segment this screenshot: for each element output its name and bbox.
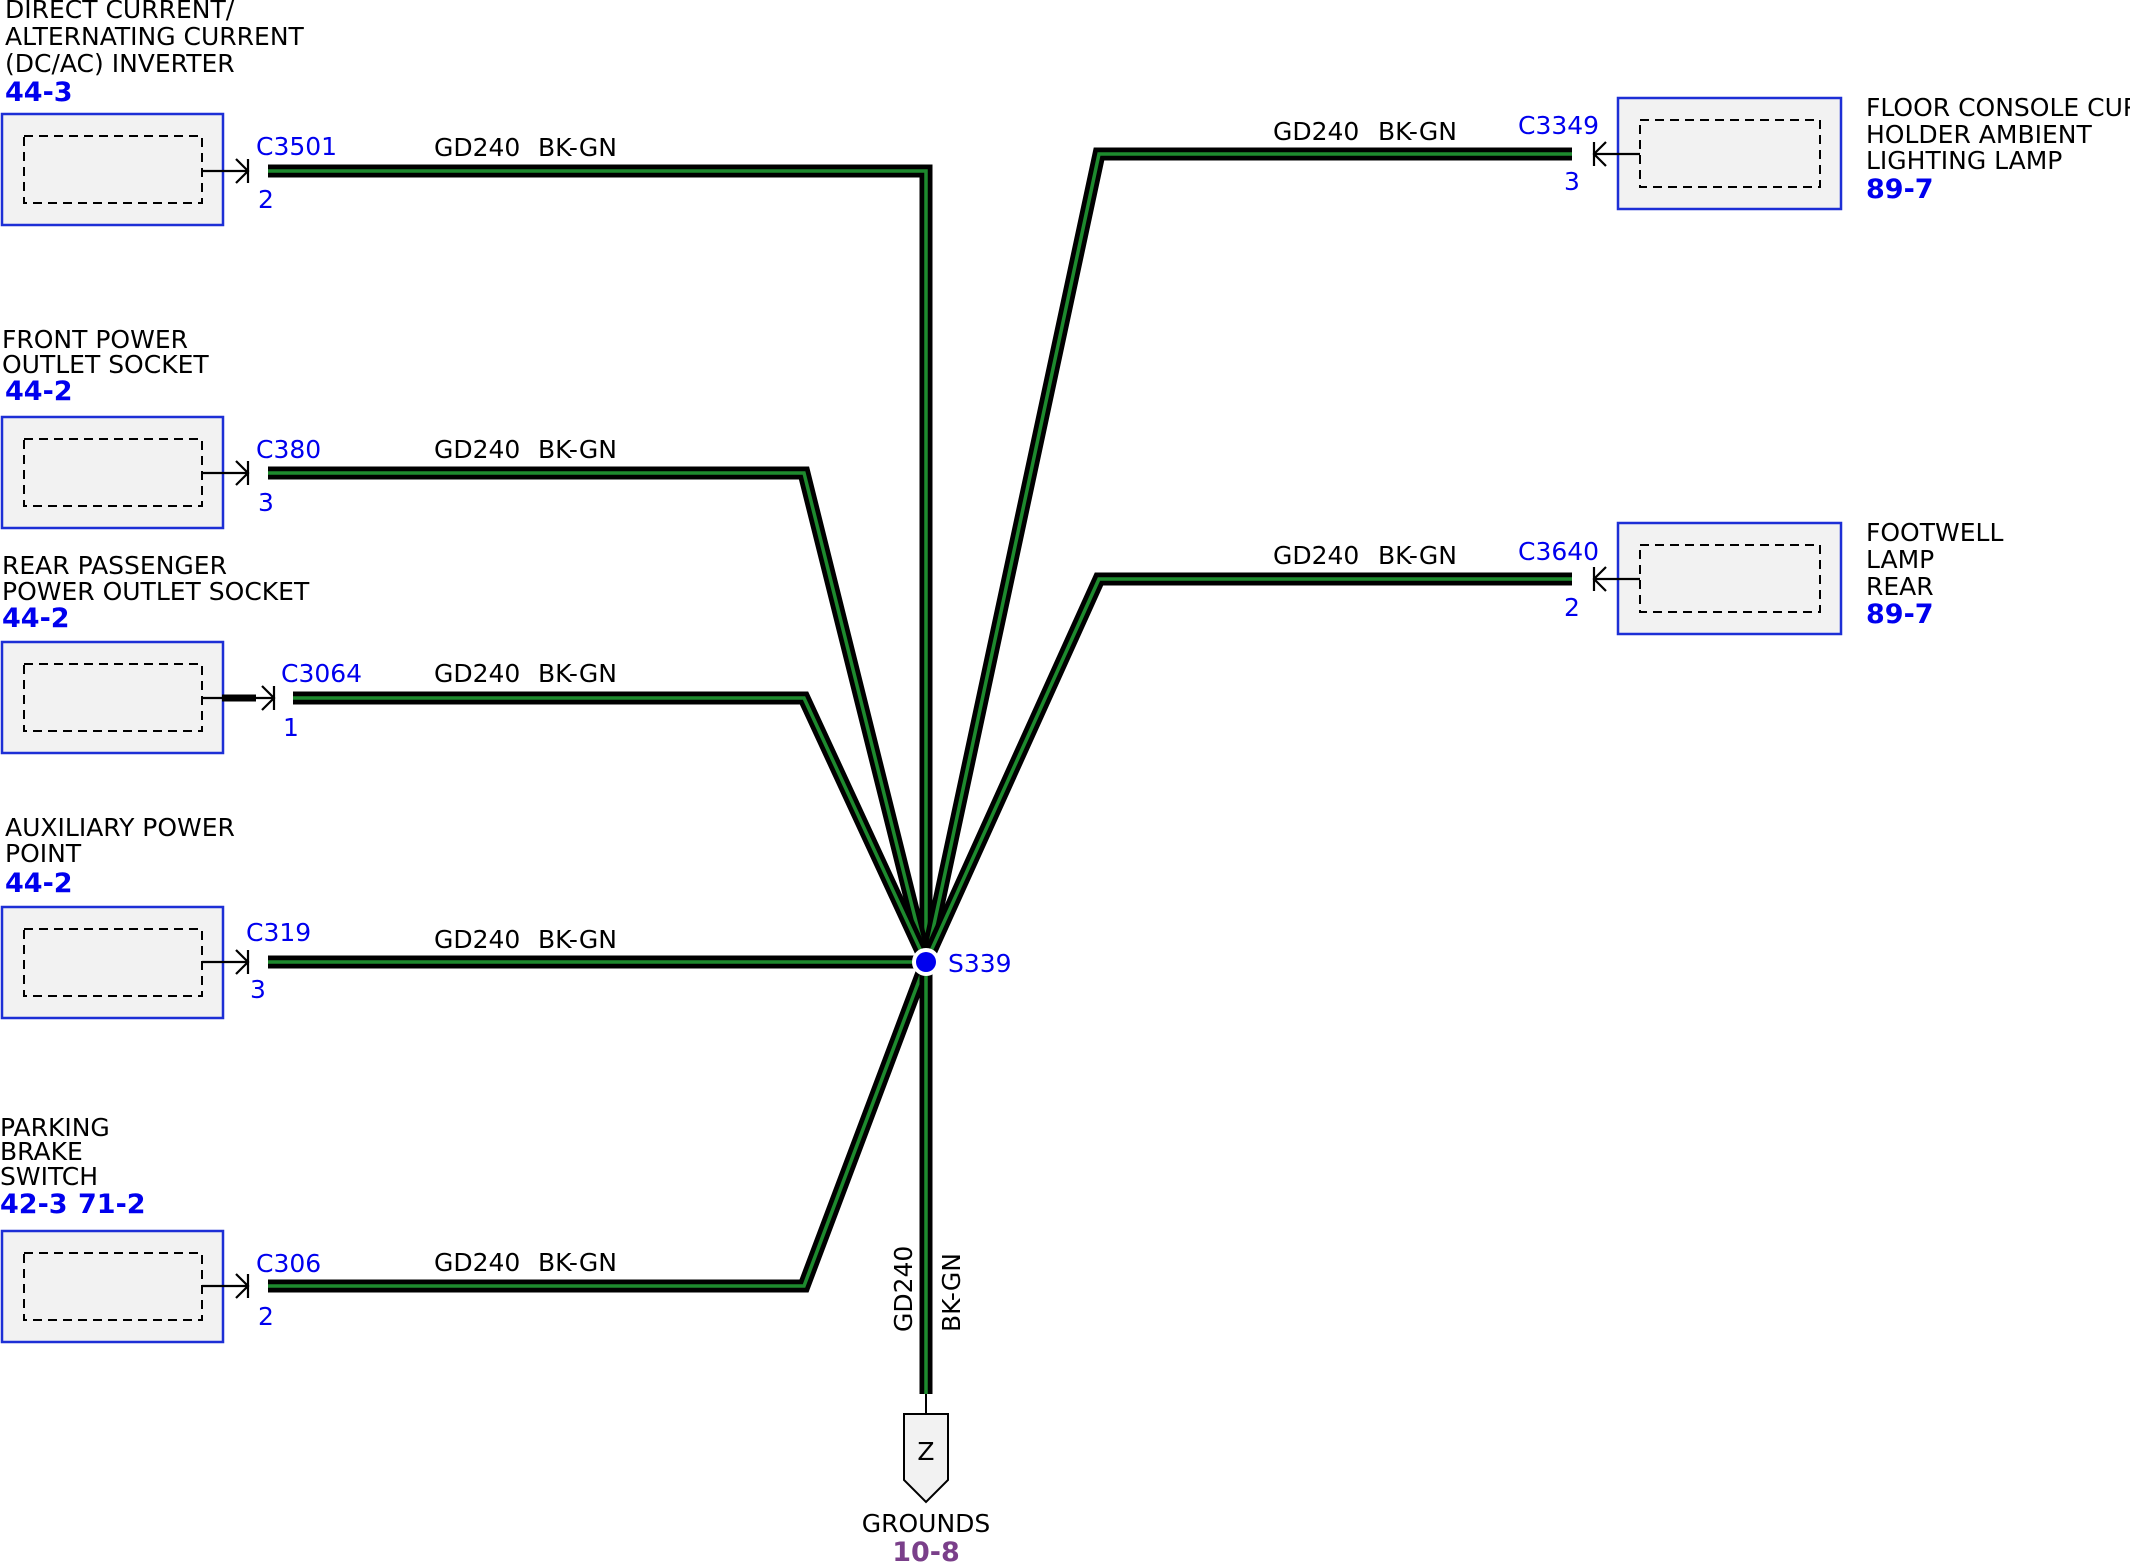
pin-number: 2: [258, 185, 274, 214]
connector-pin-icon: [1592, 566, 1640, 592]
page-reference-link[interactable]: 44-2: [5, 868, 73, 899]
component-label-line: FRONT POWER: [2, 325, 188, 354]
page-reference-link[interactable]: 44-3: [5, 77, 73, 108]
connector-id[interactable]: C306: [256, 1249, 321, 1278]
component-label-line: POWER OUTLET SOCKET: [2, 577, 310, 606]
component-inner-outline: [23, 135, 203, 204]
component-label-line: HOLDER AMBIENT: [1866, 120, 2092, 149]
component-label-line: ALTERNATING CURRENT: [5, 22, 305, 51]
component-label-line: LIGHTING LAMP: [1866, 146, 2062, 175]
wire-circuit-label: GD240: [434, 925, 520, 954]
component-label-line: REAR: [1866, 572, 1934, 601]
pin-number: 3: [1564, 167, 1580, 196]
wire-c3640: [920, 572, 1572, 965]
component-label-line: AUXILIARY POWER: [5, 813, 235, 842]
wires: [268, 147, 1572, 1394]
ground-page-reference-link[interactable]: 10-8: [892, 1537, 960, 1564]
page-reference-link[interactable]: 89-7: [1866, 174, 1934, 205]
ground-label: GROUNDS: [862, 1509, 991, 1538]
connector-pin-icon: [1592, 141, 1640, 167]
connector-pin-icon: [202, 460, 250, 486]
connector-pin-icon: [256, 685, 276, 711]
page-reference-link[interactable]: 44-2: [2, 603, 70, 634]
component-box: [1616, 96, 1843, 211]
component-parking-brake-switch[interactable]: PARKING BRAKE SWITCH 42-3 71-2 C306 2: [0, 1113, 321, 1344]
splice-id[interactable]: S339: [948, 949, 1012, 978]
component-front-power-outlet[interactable]: FRONT POWER OUTLET SOCKET 44-2 C380 3: [0, 325, 321, 530]
component-footwell-lamp-rear[interactable]: C3640 2 FOOTWELL LAMP REAR 89-7: [1518, 518, 2003, 636]
wire-c306: [268, 959, 933, 1293]
ground-connector[interactable]: Z GROUNDS 10-8: [862, 1394, 991, 1564]
wire-color-label: BK-GN: [538, 925, 617, 954]
connector-id[interactable]: C3064: [281, 659, 362, 688]
wire-circuit-label: GD240: [889, 1246, 918, 1332]
wire-circuit-label: GD240: [434, 133, 520, 162]
wire-circuit-label: GD240: [1273, 541, 1359, 570]
component-label-line: OUTLET SOCKET: [2, 350, 209, 379]
component-inner-outline: [1639, 544, 1821, 613]
wire-circuit-label: GD240: [434, 659, 520, 688]
component-label-line: SWITCH: [0, 1162, 98, 1191]
component-label-line: REAR PASSENGER: [2, 551, 227, 580]
wire-c3064: [293, 691, 932, 965]
ground-symbol-icon: [903, 1413, 949, 1504]
wire-c380: [268, 466, 933, 964]
pin-number: 2: [258, 1302, 274, 1331]
component-box: [0, 905, 225, 1020]
component-label-line: DIRECT CURRENT/: [5, 0, 235, 24]
wire-color-label: BK-GN: [538, 1248, 617, 1277]
component-label-line: FOOTWELL: [1866, 518, 2003, 547]
wire-c3349: [919, 147, 1572, 964]
wire-color-label: BK-GN: [1378, 541, 1457, 570]
component-label-line: POINT: [5, 839, 82, 868]
ground-symbol-letter: Z: [917, 1437, 934, 1466]
component-auxiliary-power-point[interactable]: AUXILIARY POWER POINT 44-2 C319 3: [0, 813, 311, 1020]
component-label-line: FLOOR CONSOLE CUP: [1866, 93, 2130, 122]
component-label-line: BRAKE: [0, 1137, 83, 1166]
splice-dot-icon: [916, 952, 936, 972]
component-dc-ac-inverter[interactable]: DIRECT CURRENT/ ALTERNATING CURRENT (DC/…: [0, 0, 337, 227]
pin-number: 1: [283, 713, 299, 742]
connector-pin-icon: [202, 1273, 250, 1299]
component-box: [0, 112, 225, 227]
wire-color-label: BK-GN: [538, 133, 617, 162]
wire-color-label: BK-GN: [538, 435, 617, 464]
component-box: [1616, 521, 1843, 636]
page-reference-link[interactable]: 89-7: [1866, 599, 1934, 630]
pin-number: 3: [258, 488, 274, 517]
connector-id[interactable]: C319: [246, 918, 311, 947]
component-label-line: LAMP: [1866, 545, 1934, 574]
component-box: [0, 1229, 225, 1344]
page-reference-link[interactable]: 42-3: [0, 1189, 68, 1220]
wire-labels: GD240 BK-GN GD240 BK-GN GD240 BK-GN GD24…: [434, 117, 1457, 1332]
wire-color-label: BK-GN: [538, 659, 617, 688]
pin-number: 3: [250, 975, 266, 1004]
component-rear-passenger-outlet[interactable]: REAR PASSENGER POWER OUTLET SOCKET 44-2 …: [0, 551, 362, 755]
page-reference-link[interactable]: 71-2: [78, 1189, 146, 1220]
wire-color-label: BK-GN: [1378, 117, 1457, 146]
wire-color-label: BK-GN: [937, 1253, 966, 1332]
page-reference-link[interactable]: 44-2: [5, 376, 73, 407]
connector-id[interactable]: C380: [256, 435, 321, 464]
component-floor-console-lamp[interactable]: C3349 3 FLOOR CONSOLE CUP HOLDER AMBIENT…: [1518, 93, 2130, 211]
splice-s339[interactable]: S339: [912, 948, 1012, 978]
pin-number: 2: [1564, 593, 1580, 622]
wire-circuit-label: GD240: [434, 435, 520, 464]
component-box: [0, 640, 225, 755]
connector-id[interactable]: C3349: [1518, 111, 1599, 140]
component-label-line: (DC/AC) INVERTER: [5, 49, 235, 78]
component-box: [0, 415, 225, 530]
component-inner-outline: [1639, 119, 1821, 188]
connector-id[interactable]: C3501: [256, 132, 337, 161]
component-label-line: PARKING: [0, 1113, 110, 1142]
connector-pin-icon: [202, 949, 250, 975]
wire-circuit-label: GD240: [434, 1248, 520, 1277]
wire-circuit-label: GD240: [1273, 117, 1359, 146]
connector-id[interactable]: C3640: [1518, 537, 1599, 566]
connector-pin-icon: [202, 158, 250, 184]
